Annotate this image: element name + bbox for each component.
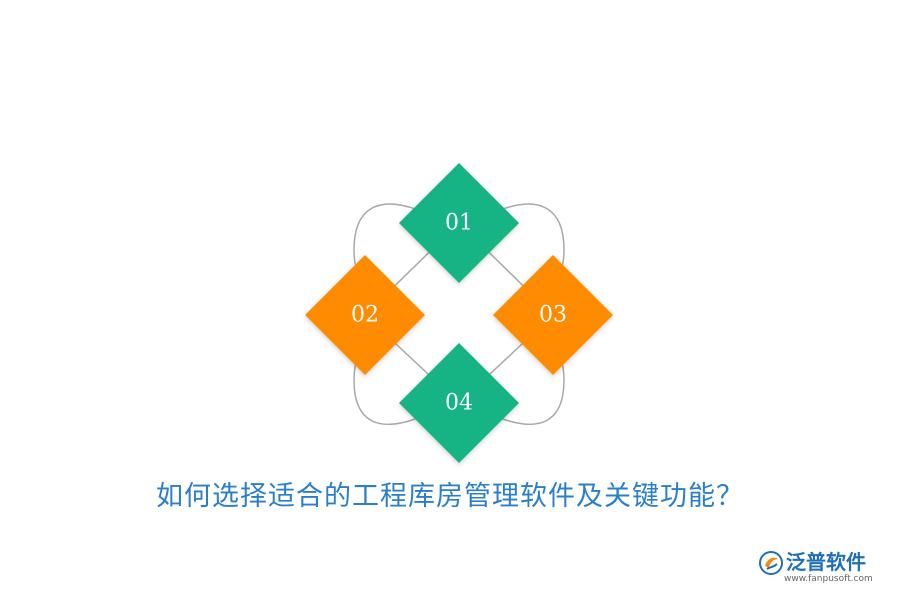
- diamond-label-03: 03: [539, 303, 567, 328]
- diamond-item-03: [493, 255, 613, 375]
- diamond-shape: [493, 255, 613, 375]
- diamond-label-04: 04: [445, 391, 473, 416]
- diamond-label-02: 02: [351, 303, 379, 328]
- diamond-item-01: [399, 163, 519, 283]
- diamond-shape: [399, 163, 519, 283]
- diamond-label-01: 01: [445, 211, 473, 236]
- diamond-shape: [399, 343, 519, 463]
- fanpu-logo-icon: [759, 551, 783, 575]
- brand-watermark: 泛普软件 www.fanpusoft.com: [758, 544, 888, 590]
- page-title: 如何选择适合的工程库房管理软件及关键功能？: [156, 481, 744, 512]
- brand-name: 泛普软件: [786, 550, 866, 574]
- diamond-item-04: [399, 343, 519, 463]
- diamond-shape: [305, 255, 425, 375]
- diamond-item-02: [305, 255, 425, 375]
- brand-url: www.fanpusoft.com: [784, 574, 873, 584]
